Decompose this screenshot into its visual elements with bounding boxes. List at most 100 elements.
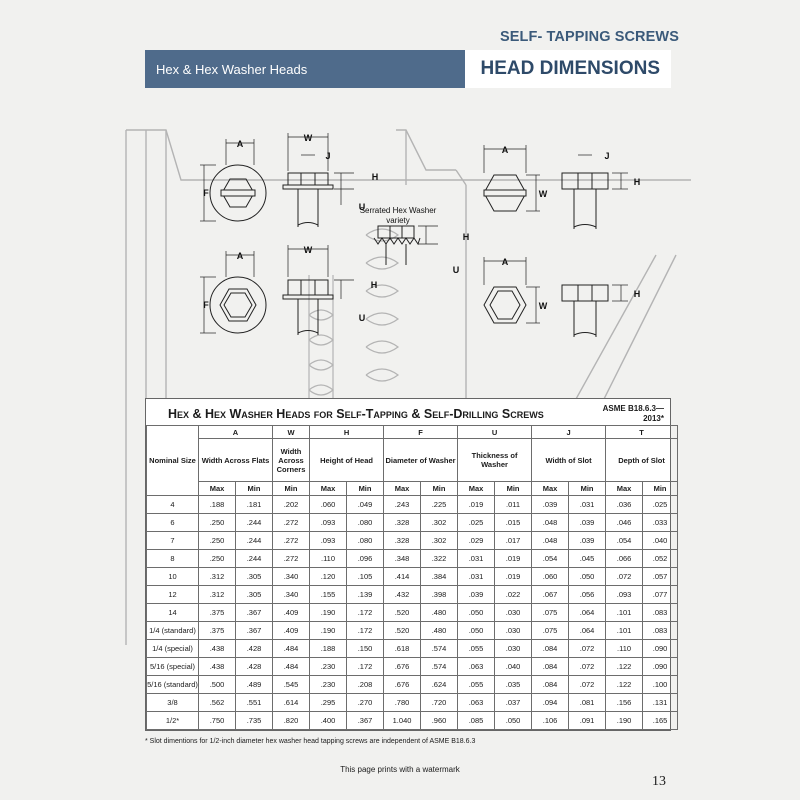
dimension-cell: .025: [642, 495, 679, 514]
dimension-cell: .328: [383, 513, 422, 532]
hex-washer-slotted-side-view: [282, 172, 334, 227]
table-row: 14.375.367.409.190.172.520.480.050.030.0…: [146, 603, 679, 622]
hex-washer-top-view: [209, 276, 267, 334]
hex-slotted-top-view: [483, 174, 527, 212]
dimension-cell: .181: [234, 495, 274, 514]
dimension-cell: .272: [272, 513, 311, 532]
dimension-cell: .618: [383, 639, 422, 658]
dimension-cell: .614: [272, 693, 311, 712]
nominal-size-cell: 1/4 (special): [146, 639, 199, 658]
dimension-cell: .302: [420, 531, 459, 550]
dimension-cell: .084: [531, 657, 570, 676]
dimension-cell: .432: [383, 585, 422, 604]
nominal-size-cell: 12: [146, 585, 199, 604]
dimension-cell: .039: [457, 585, 496, 604]
dimension-cell: .052: [642, 549, 679, 568]
sub-header: Max: [309, 481, 348, 496]
column-name-header: Height of Head: [309, 438, 385, 482]
dimension-cell: .075: [531, 621, 570, 640]
letter-header: J: [531, 425, 607, 439]
dimension-cell: .072: [568, 675, 607, 694]
dimension-cell: .048: [531, 513, 570, 532]
dimension-cell: .031: [568, 495, 607, 514]
dimension-cell: .375: [198, 621, 236, 640]
dimension-cell: .250: [198, 531, 236, 550]
dim-j-label: J: [604, 151, 609, 161]
dimension-cell: .545: [272, 675, 311, 694]
dimension-cell: .037: [494, 693, 533, 712]
column-name-header: Diameter of Washer: [383, 438, 459, 482]
column-name-header: Depth of Slot: [605, 438, 679, 482]
dimension-cell: .060: [309, 495, 348, 514]
table-row: 8.250.244.272.110.096.348.322.031.019.05…: [146, 549, 679, 568]
dimension-cell: .250: [198, 513, 236, 532]
letter-header-row: Nominal Size A W H F U J T: [146, 425, 679, 496]
dimension-table-box: Hex & Hex Washer Heads for Self-Tapping …: [145, 398, 679, 731]
sub-header: Min: [494, 481, 533, 496]
letter-header: F: [383, 425, 459, 439]
sub-header: Max: [531, 481, 570, 496]
dim-h-label: H: [634, 177, 641, 187]
dimension-lines: [200, 133, 628, 334]
dimension-cell: .312: [198, 567, 236, 586]
top-label: SELF- TAPPING SCREWS: [500, 29, 679, 45]
dimension-cell: .031: [457, 549, 496, 568]
dimension-cell: .080: [346, 513, 385, 532]
dimension-cell: .190: [605, 711, 644, 730]
dim-w-label: W: [304, 133, 313, 143]
dimension-cell: .305: [234, 567, 274, 586]
dimension-cell: .106: [531, 711, 570, 730]
dimension-cell: .190: [309, 603, 348, 622]
dimension-cell: .057: [642, 567, 679, 586]
sub-header: Max: [198, 481, 236, 496]
table-title: Hex & Hex Washer Heads for Self-Tapping …: [168, 407, 544, 421]
dimension-cell: .030: [494, 621, 533, 640]
sub-header: Min: [568, 481, 607, 496]
dimension-cell: .045: [568, 549, 607, 568]
dim-u-label: U: [453, 265, 460, 275]
table-row: 4.188.181.202.060.049.243.225.019.011.03…: [146, 495, 679, 514]
nominal-size-cell: 8: [146, 549, 199, 568]
hex-slotted-side-view: [561, 172, 609, 229]
dimension-cell: .063: [457, 693, 496, 712]
sub-header: Min: [234, 481, 274, 496]
dimension-cell: .022: [494, 585, 533, 604]
dimension-cell: .780: [383, 693, 422, 712]
dimension-cell: .050: [568, 567, 607, 586]
dimension-cell: .077: [642, 585, 679, 604]
dimension-cell: .019: [457, 495, 496, 514]
dimension-cell: .019: [494, 549, 533, 568]
dimension-cell: .030: [494, 603, 533, 622]
standard-line2: 2013*: [643, 414, 664, 423]
dimension-cell: .072: [568, 657, 607, 676]
dimension-cell: .480: [420, 621, 459, 640]
dimension-cell: .720: [420, 693, 459, 712]
dimension-cell: .122: [605, 675, 644, 694]
dim-a-label: A: [237, 251, 244, 261]
page-title: HEAD DIMENSIONS: [480, 58, 660, 79]
serrated-note-line2: variety: [386, 216, 410, 225]
letter-header: A: [197, 425, 274, 439]
nominal-size-cell: 5/16 (special): [146, 657, 199, 676]
dimension-cell: .110: [605, 639, 644, 658]
dim-f-label: F: [203, 188, 209, 198]
nominal-size-cell: 3/8: [146, 693, 199, 712]
letter-header: H: [309, 425, 385, 439]
dimension-cell: .056: [568, 585, 607, 604]
dimension-cell: .409: [272, 603, 311, 622]
table-row: 1/4 (standard).375.367.409.190.172.520.4…: [146, 621, 679, 640]
dimension-cell: .120: [309, 567, 348, 586]
dimension-cell: .438: [198, 657, 236, 676]
dimension-cell: .398: [420, 585, 459, 604]
nominal-size-cell: 5/16 (standard): [146, 675, 199, 694]
dimension-cell: .312: [198, 585, 236, 604]
dimension-cell: .046: [605, 513, 644, 532]
dimension-cell: .048: [531, 531, 570, 550]
hex-washer-slotted-top-view: [209, 164, 267, 222]
serrated-hex-washer-side-view: [373, 225, 421, 265]
column-name-header: Width Across Flats: [197, 438, 274, 482]
table-row: 3/8.562.551.614.295.270.780.720.063.037.…: [146, 693, 679, 712]
nominal-size-cell: 14: [146, 603, 199, 622]
standard-reference: ASME B18.6.3— 2013*: [603, 404, 664, 424]
